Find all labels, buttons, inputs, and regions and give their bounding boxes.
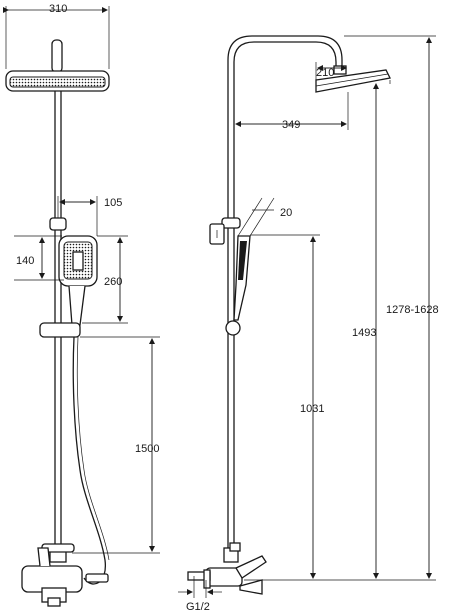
top-connector: [51, 39, 63, 73]
side-holder: [209, 217, 241, 245]
dim-hand-length: 260: [82, 235, 128, 324]
label-head-diameter: 210: [316, 67, 334, 79]
dim-head-width: 310: [3, 3, 110, 69]
side-hand-shower: [225, 235, 251, 336]
side-mixer: [187, 542, 267, 595]
dim-thread: G1/2: [178, 576, 222, 613]
dim-head-diameter: 210: [315, 62, 347, 82]
label-angle: 20: [280, 207, 292, 219]
dim-hose-height: 1500: [72, 336, 160, 554]
label-hand-height: 1031: [300, 403, 324, 415]
dim-hand-head-height: 140: [14, 235, 64, 281]
label-hand-offset: 105: [104, 197, 122, 209]
label-overall-height: 1493: [352, 327, 376, 339]
side-rain-head: [315, 65, 391, 93]
dim-arm-reach: 349: [235, 92, 349, 131]
dim-hand-offset: 105: [57, 196, 122, 236]
label-hose-height: 1500: [135, 443, 159, 455]
label-hand-head-height: 140: [16, 255, 34, 267]
rain-shower-head: [5, 70, 110, 92]
hand-shower: [58, 235, 98, 326]
upper-holder: [49, 217, 67, 231]
dim-angle: 20: [237, 197, 292, 237]
label-hand-length: 260: [104, 276, 122, 288]
label-arm-reach: 349: [282, 119, 300, 131]
hose: [72, 336, 106, 585]
label-thread: G1/2: [186, 601, 210, 613]
label-adjustable-height: 1278-1628: [386, 304, 439, 316]
dim-overall-height: 1493: [320, 80, 391, 581]
riser-arm: [227, 35, 343, 548]
slide-holder: [39, 322, 81, 338]
bath-mixer: [21, 543, 109, 607]
dim-adjustable-height: 1278-1628: [344, 35, 439, 581]
label-head-width: 310: [49, 3, 67, 15]
front-view: 310 105 140 260: [3, 3, 160, 607]
dim-hand-height: 1031: [244, 234, 324, 581]
side-view: 210 349 20 1031 14: [178, 35, 439, 613]
